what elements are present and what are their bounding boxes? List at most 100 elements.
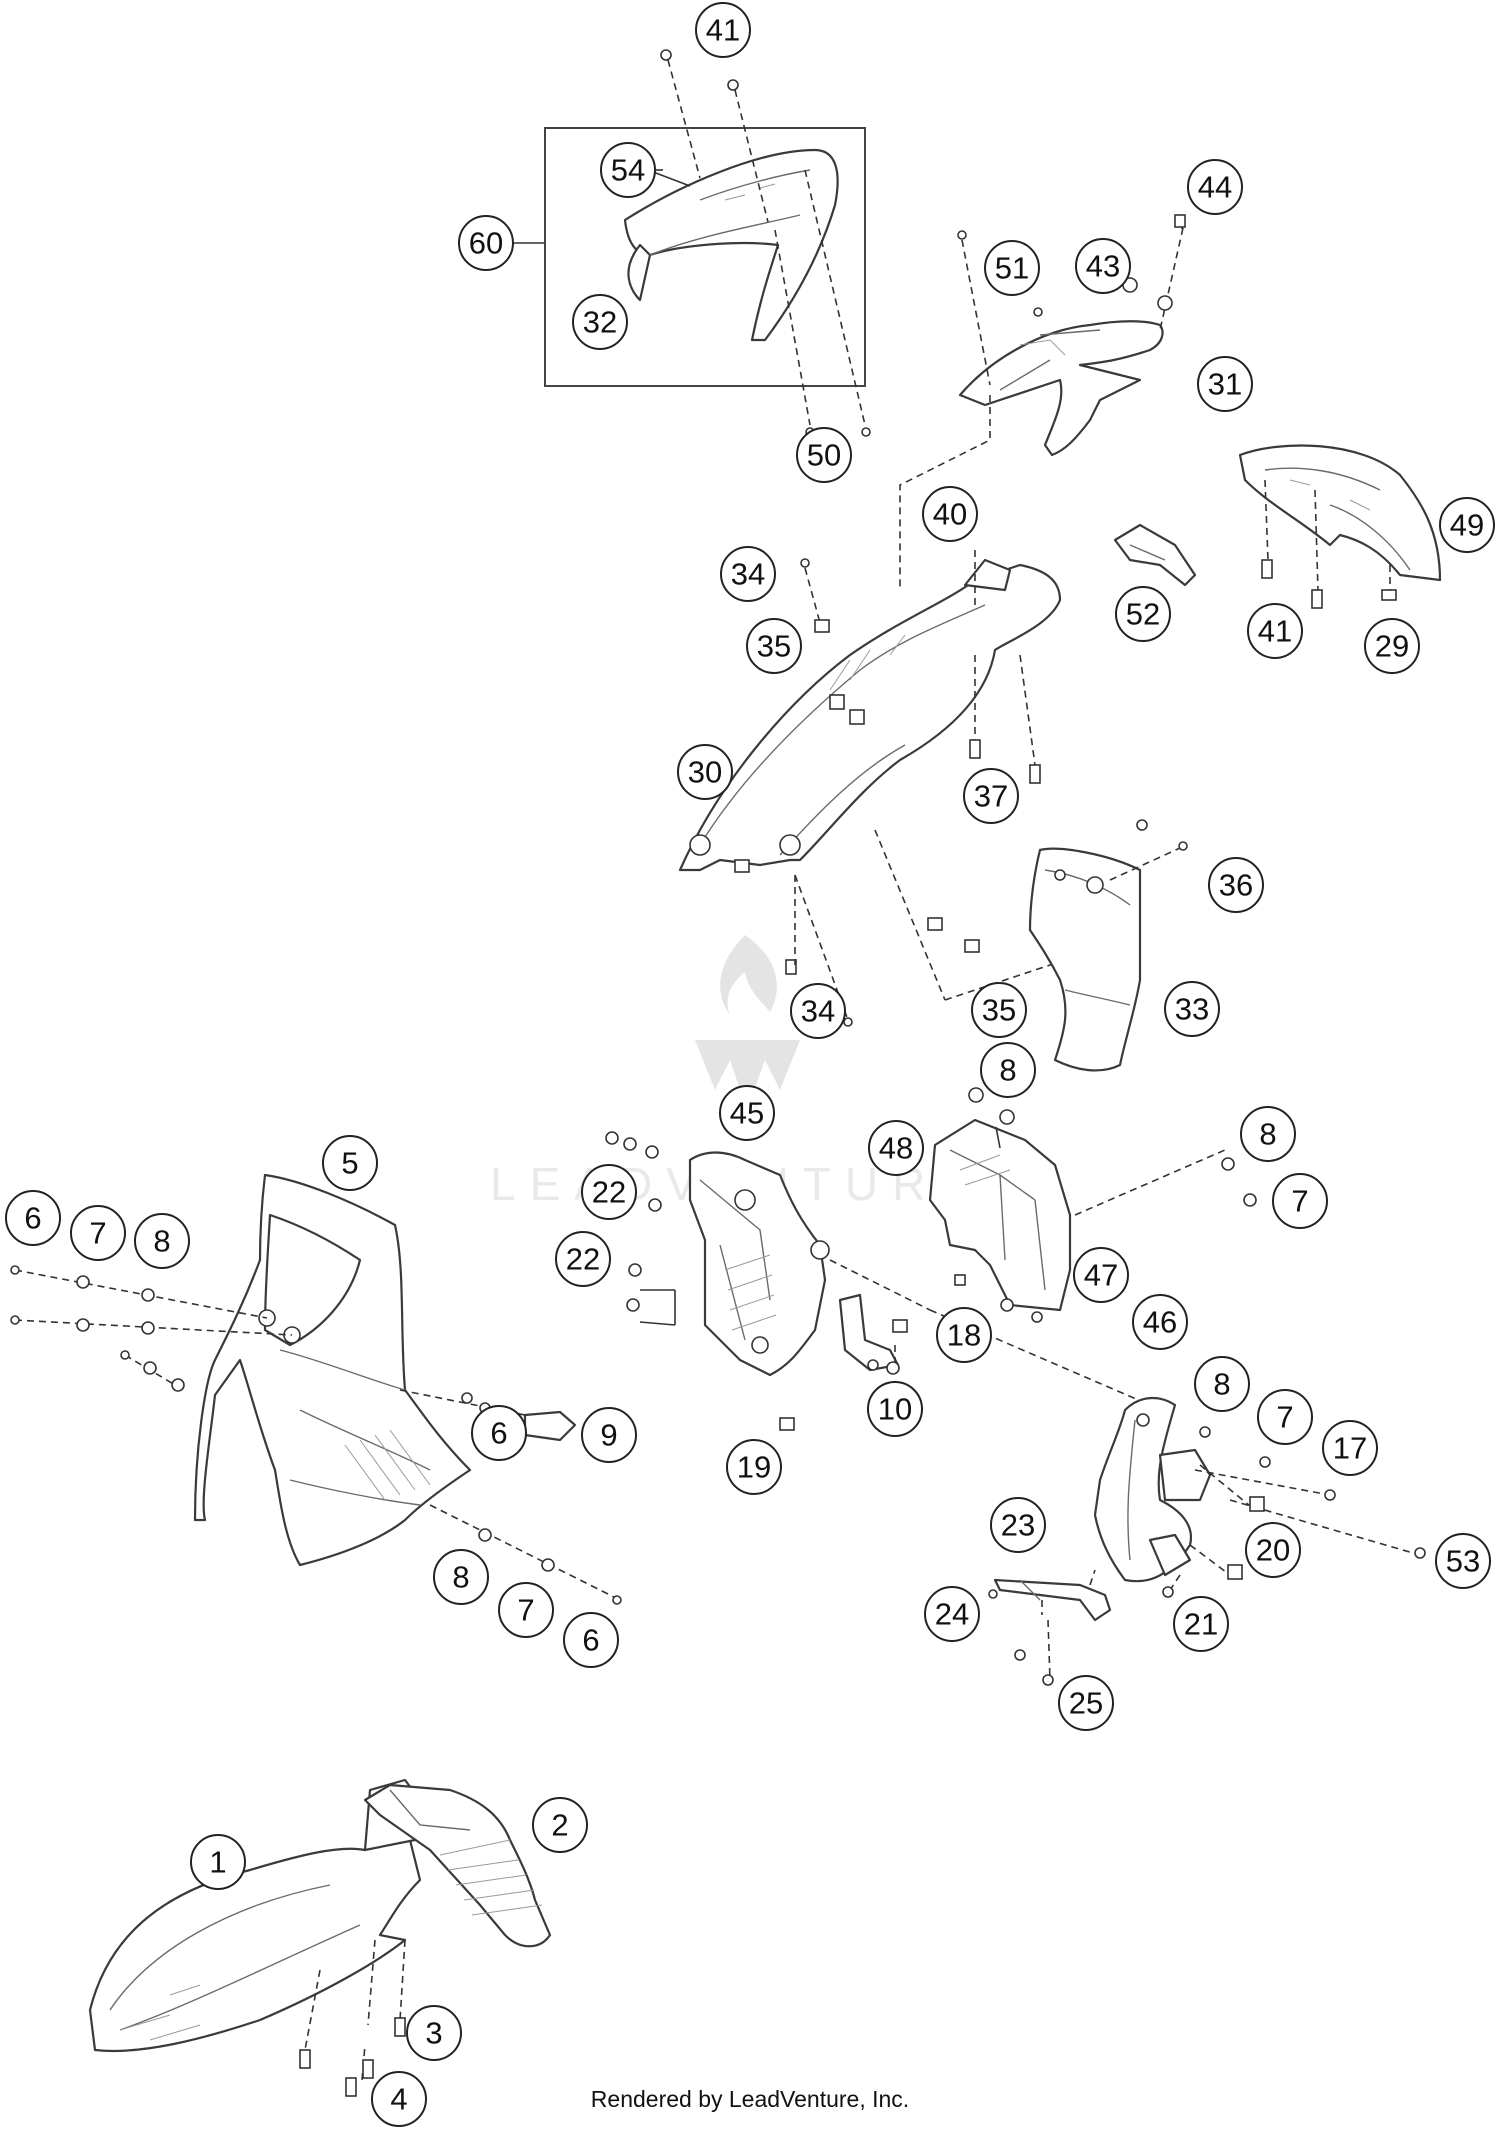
callout-48-circle xyxy=(868,1120,924,1176)
callout-41-top[interactable]: 41 xyxy=(695,2,751,58)
callout-41-right-circle xyxy=(1247,603,1303,659)
callout-47[interactable]: 47 xyxy=(1073,1247,1129,1303)
callout-34-bottom[interactable]: 34 xyxy=(790,983,846,1039)
callout-9-label: 9 xyxy=(600,1418,617,1453)
callout-34-bottom-label: 34 xyxy=(801,994,835,1029)
callout-50[interactable]: 50 xyxy=(796,427,852,483)
callout-1-label: 1 xyxy=(209,1845,226,1880)
rear-seat-part xyxy=(623,148,839,342)
callout-7-lower-right[interactable]: 7 xyxy=(1257,1389,1313,1445)
callout-49[interactable]: 49 xyxy=(1439,497,1495,553)
callout-45-label: 45 xyxy=(730,1096,764,1131)
callout-48[interactable]: 48 xyxy=(868,1120,924,1176)
strip-bracket-23 xyxy=(993,1578,1112,1622)
callout-47-circle xyxy=(1073,1247,1129,1303)
callout-8-left-label: 8 xyxy=(153,1224,170,1259)
callout-46[interactable]: 46 xyxy=(1132,1294,1188,1350)
callout-22-a[interactable]: 22 xyxy=(581,1164,637,1220)
callout-2[interactable]: 2 xyxy=(532,1797,588,1853)
clamp-part xyxy=(1113,523,1197,587)
callout-6-bottom[interactable]: 6 xyxy=(563,1612,619,1668)
callout-44-circle xyxy=(1187,159,1243,215)
callout-52-circle xyxy=(1115,586,1171,642)
callout-34-top[interactable]: 34 xyxy=(720,546,776,602)
callout-6-mid[interactable]: 6 xyxy=(471,1405,527,1461)
callout-24-label: 24 xyxy=(935,1597,969,1632)
callout-29-label: 29 xyxy=(1375,629,1409,664)
callout-44[interactable]: 44 xyxy=(1187,159,1243,215)
callout-20[interactable]: 20 xyxy=(1245,1522,1301,1578)
callout-10[interactable]: 10 xyxy=(867,1381,923,1437)
callout-8-lower-right-circle xyxy=(1194,1356,1250,1412)
callout-7-bottom-circle xyxy=(498,1582,554,1638)
callout-23-circle xyxy=(990,1497,1046,1553)
callout-5-label: 5 xyxy=(341,1146,358,1181)
callout-35-top[interactable]: 35 xyxy=(746,618,802,674)
callout-60-circle xyxy=(458,215,514,271)
callout-41-right[interactable]: 41 xyxy=(1247,603,1303,659)
callout-43[interactable]: 43 xyxy=(1075,238,1131,294)
footer-credit: Rendered by LeadVenture, Inc. xyxy=(590,2086,910,2112)
callout-5-circle xyxy=(322,1135,378,1191)
callout-32-label: 32 xyxy=(583,305,617,340)
callout-8-left[interactable]: 8 xyxy=(134,1213,190,1269)
callout-6-left[interactable]: 6 xyxy=(5,1190,61,1246)
callout-1[interactable]: 1 xyxy=(190,1834,246,1890)
callout-30[interactable]: 30 xyxy=(677,744,733,800)
callout-24[interactable]: 24 xyxy=(924,1586,980,1642)
callout-35-bottom[interactable]: 35 xyxy=(971,982,1027,1038)
callout-1-circle xyxy=(190,1834,246,1890)
callout-46-circle xyxy=(1132,1294,1188,1350)
upper-fender-bracket-part xyxy=(363,1783,552,1948)
callout-31[interactable]: 31 xyxy=(1197,356,1253,412)
callout-40[interactable]: 40 xyxy=(922,486,978,542)
callout-53[interactable]: 53 xyxy=(1435,1533,1491,1589)
callout-5[interactable]: 5 xyxy=(322,1135,378,1191)
callout-37[interactable]: 37 xyxy=(963,768,1019,824)
callout-36-circle xyxy=(1208,857,1264,913)
callout-19[interactable]: 19 xyxy=(726,1439,782,1495)
callout-45-circle xyxy=(719,1085,775,1141)
callout-8-right[interactable]: 8 xyxy=(1240,1106,1296,1162)
callout-32[interactable]: 32 xyxy=(572,294,628,350)
callout-23[interactable]: 23 xyxy=(990,1497,1046,1553)
callout-7-right[interactable]: 7 xyxy=(1272,1173,1328,1229)
callout-17[interactable]: 17 xyxy=(1322,1420,1378,1476)
callout-3[interactable]: 3 xyxy=(406,2005,462,2061)
callout-35-bottom-label: 35 xyxy=(982,993,1016,1028)
callout-29[interactable]: 29 xyxy=(1364,618,1420,674)
callout-18[interactable]: 18 xyxy=(936,1307,992,1363)
callout-8-bottom[interactable]: 8 xyxy=(433,1549,489,1605)
callout-2-circle xyxy=(532,1797,588,1853)
callout-34-bottom-circle xyxy=(790,983,846,1039)
callout-47-label: 47 xyxy=(1084,1258,1118,1293)
callout-45[interactable]: 45 xyxy=(719,1085,775,1141)
callout-8-upper-label: 8 xyxy=(999,1053,1016,1088)
callout-36[interactable]: 36 xyxy=(1208,857,1264,913)
callout-35-bottom-circle xyxy=(971,982,1027,1038)
callout-33[interactable]: 33 xyxy=(1164,981,1220,1037)
callout-51[interactable]: 51 xyxy=(984,240,1040,296)
callout-25[interactable]: 25 xyxy=(1058,1675,1114,1731)
callout-7-left[interactable]: 7 xyxy=(70,1205,126,1261)
callout-20-circle xyxy=(1245,1522,1301,1578)
callout-4[interactable]: 4 xyxy=(371,2071,427,2127)
callout-60[interactable]: 60 xyxy=(458,215,514,271)
callout-8-upper[interactable]: 8 xyxy=(980,1042,1036,1098)
rear-bracket-part xyxy=(958,320,1164,457)
front-fairing-part xyxy=(193,1173,472,1567)
callout-37-label: 37 xyxy=(974,779,1008,814)
callout-17-label: 17 xyxy=(1333,1431,1367,1466)
callout-54[interactable]: 54 xyxy=(600,142,656,198)
callout-52[interactable]: 52 xyxy=(1115,586,1171,642)
callout-35-top-circle xyxy=(746,618,802,674)
callout-4-label: 4 xyxy=(390,2082,407,2117)
callout-7-bottom[interactable]: 7 xyxy=(498,1582,554,1638)
callout-8-lower-right[interactable]: 8 xyxy=(1194,1356,1250,1412)
callout-60-label: 60 xyxy=(469,226,503,261)
callout-30-label: 30 xyxy=(688,755,722,790)
callout-22-b[interactable]: 22 xyxy=(555,1231,611,1287)
side-cover-right-part xyxy=(928,1118,1072,1312)
callout-9[interactable]: 9 xyxy=(581,1407,637,1463)
callout-21[interactable]: 21 xyxy=(1173,1596,1229,1652)
